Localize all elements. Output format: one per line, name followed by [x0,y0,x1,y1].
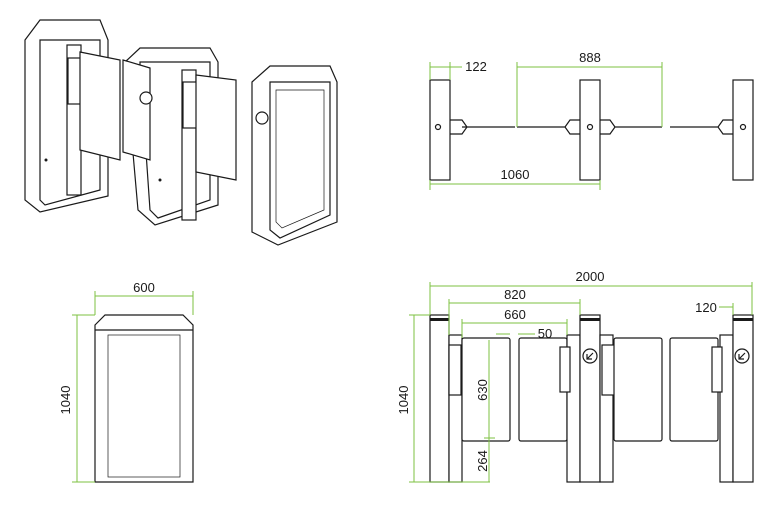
side-view: 2000 820 660 50 120 1040 630 264 [396,269,754,483]
cabinet-middle [122,47,237,226]
dim-height: 1040 [58,386,73,415]
dim-height: 1040 [396,386,411,415]
plan-view: 122 888 1060 [429,50,754,190]
cabinet-right [251,65,338,246]
direction-arrow-icon [139,91,153,105]
dim-cabinet-length: 820 [504,287,526,302]
front-view: 600 1040 [58,280,194,483]
dim-width: 600 [133,280,155,295]
dim-overall-length: 2000 [576,269,605,284]
dim-wing-width: 660 [504,307,526,322]
direction-arrow-icon [255,111,269,125]
dim-post-width: 122 [465,59,487,74]
dim-end-offset: 120 [695,300,717,315]
dim-wing-height: 630 [475,379,490,401]
dim-gate-span: 888 [579,50,601,65]
isometric-view [24,19,338,246]
dim-wing-gap: 50 [538,326,552,341]
cabinet-left [24,19,121,213]
dim-wing-bottom-clearance: 264 [475,450,490,472]
dim-lane-pitch: 1060 [501,167,530,182]
